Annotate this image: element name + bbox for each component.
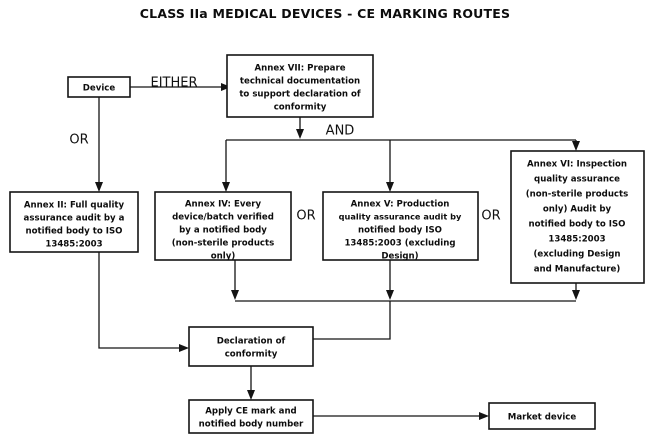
node-annex-vi-line-8: and Manufacture)	[534, 265, 621, 275]
node-declaration-of-conformity[interactable]: Declaration of conformity	[188, 326, 314, 367]
edge-annex-vi-to-collector	[572, 283, 580, 300]
node-device[interactable]: Device	[67, 76, 131, 98]
node-declaration-line-1: Declaration of	[217, 337, 286, 347]
page-title: CLASS IIa MEDICAL DEVICES - CE MARKING R…	[139, 6, 511, 21]
node-declaration-box	[188, 326, 314, 367]
node-annex-vii-box	[226, 54, 374, 118]
node-annex-v-box	[322, 191, 479, 261]
node-annex-vii-line-3: to support declaration of	[239, 90, 361, 100]
node-market-device[interactable]: Market device	[488, 402, 596, 430]
edge-annex-ii-to-declaration	[98, 252, 189, 352]
node-annex-v-line-3: notified body ISO	[358, 226, 442, 236]
node-annex-vii[interactable]: Annex VII: Prepare technical documentati…	[226, 54, 374, 118]
node-annex-v[interactable]: Annex V: Production quality assurance au…	[322, 191, 479, 262]
node-annex-vi-box	[510, 150, 645, 284]
edge-annex-v-to-collector	[386, 260, 394, 300]
node-device-box	[67, 76, 131, 98]
node-annex-iv[interactable]: Annex IV: Every device/batch verified by…	[154, 191, 292, 262]
connector-label-either: EITHER	[150, 76, 197, 91]
node-annex-vi-line-4: only) Audit by	[543, 205, 612, 215]
node-annex-vi-line-3: (non-sterile products	[526, 190, 629, 200]
edge-bus-to-annex-iv	[222, 140, 230, 192]
edge-declaration-to-apply-ce	[247, 366, 255, 400]
node-annex-vi-line-6: 13485:2003	[548, 235, 605, 245]
node-annex-ii-box	[9, 191, 139, 253]
node-annex-v-line-2: quality assurance audit by	[339, 212, 462, 222]
node-annex-ii-line-2: assurance audit by a	[24, 214, 125, 224]
edge-bus-to-annex-v	[386, 140, 394, 192]
node-annex-vi-line-2: quality assurance	[534, 175, 620, 185]
node-annex-vii-line-1: Annex VII: Prepare	[254, 64, 345, 74]
node-annex-v-line-4: 13485:2003 (excluding	[344, 239, 455, 249]
node-annex-vi[interactable]: Annex VI: Inspection quality assurance (…	[510, 150, 645, 284]
node-annex-ii-line-3: notified body to ISO	[26, 227, 123, 237]
node-annex-iv-line-3: by a notified body	[179, 226, 267, 236]
node-annex-v-line-1: Annex V: Production	[351, 200, 450, 210]
node-annex-v-line-5: Design)	[381, 252, 418, 262]
node-annex-iv-line-1: Annex IV: Every	[185, 200, 262, 210]
edge-annex-iv-to-collector	[231, 260, 239, 300]
node-annex-vi-line-7: (excluding Design	[533, 250, 620, 260]
node-annex-vii-line-4: conformity	[274, 103, 327, 113]
node-annex-iv-line-2: device/batch verified	[172, 213, 274, 223]
node-annex-iv-box	[154, 191, 292, 261]
node-apply-ce-mark[interactable]: Apply CE mark and notified body number	[188, 399, 314, 434]
edge-apply-ce-to-market	[313, 412, 489, 420]
connector-label-or-left: OR	[69, 133, 88, 148]
node-market-device-box	[488, 402, 596, 430]
node-declaration-line-2: conformity	[225, 350, 278, 360]
node-annex-iv-line-5: only)	[211, 252, 236, 262]
connector-label-and: AND	[326, 124, 355, 139]
node-apply-ce-box	[188, 399, 314, 434]
node-annex-vi-line-5: notified body to ISO	[529, 220, 626, 230]
node-market-device-label: Market device	[508, 413, 577, 423]
node-annex-vi-line-1: Annex VI: Inspection	[527, 160, 627, 170]
connector-label-or-right: OR	[481, 209, 500, 224]
edge-bus-to-annex-vi	[572, 140, 580, 151]
node-annex-iv-line-4: (non-sterile products	[172, 239, 275, 249]
node-annex-ii-line-1: Annex II: Full quality	[24, 201, 125, 211]
node-device-label: Device	[83, 84, 116, 94]
node-annex-ii[interactable]: Annex II: Full quality assurance audit b…	[9, 191, 139, 253]
edge-annex-vii-to-and-bus	[296, 117, 304, 139]
node-annex-vii-line-2: technical documentation	[240, 77, 360, 87]
connector-label-or-mid: OR	[296, 209, 315, 224]
edge-device-to-annex-vii	[130, 83, 231, 91]
edge-device-to-annex-ii	[95, 97, 103, 192]
node-apply-ce-line-1: Apply CE mark and	[205, 407, 296, 417]
node-apply-ce-line-2: notified body number	[199, 420, 304, 430]
node-annex-ii-line-4: 13485:2003	[45, 240, 102, 250]
